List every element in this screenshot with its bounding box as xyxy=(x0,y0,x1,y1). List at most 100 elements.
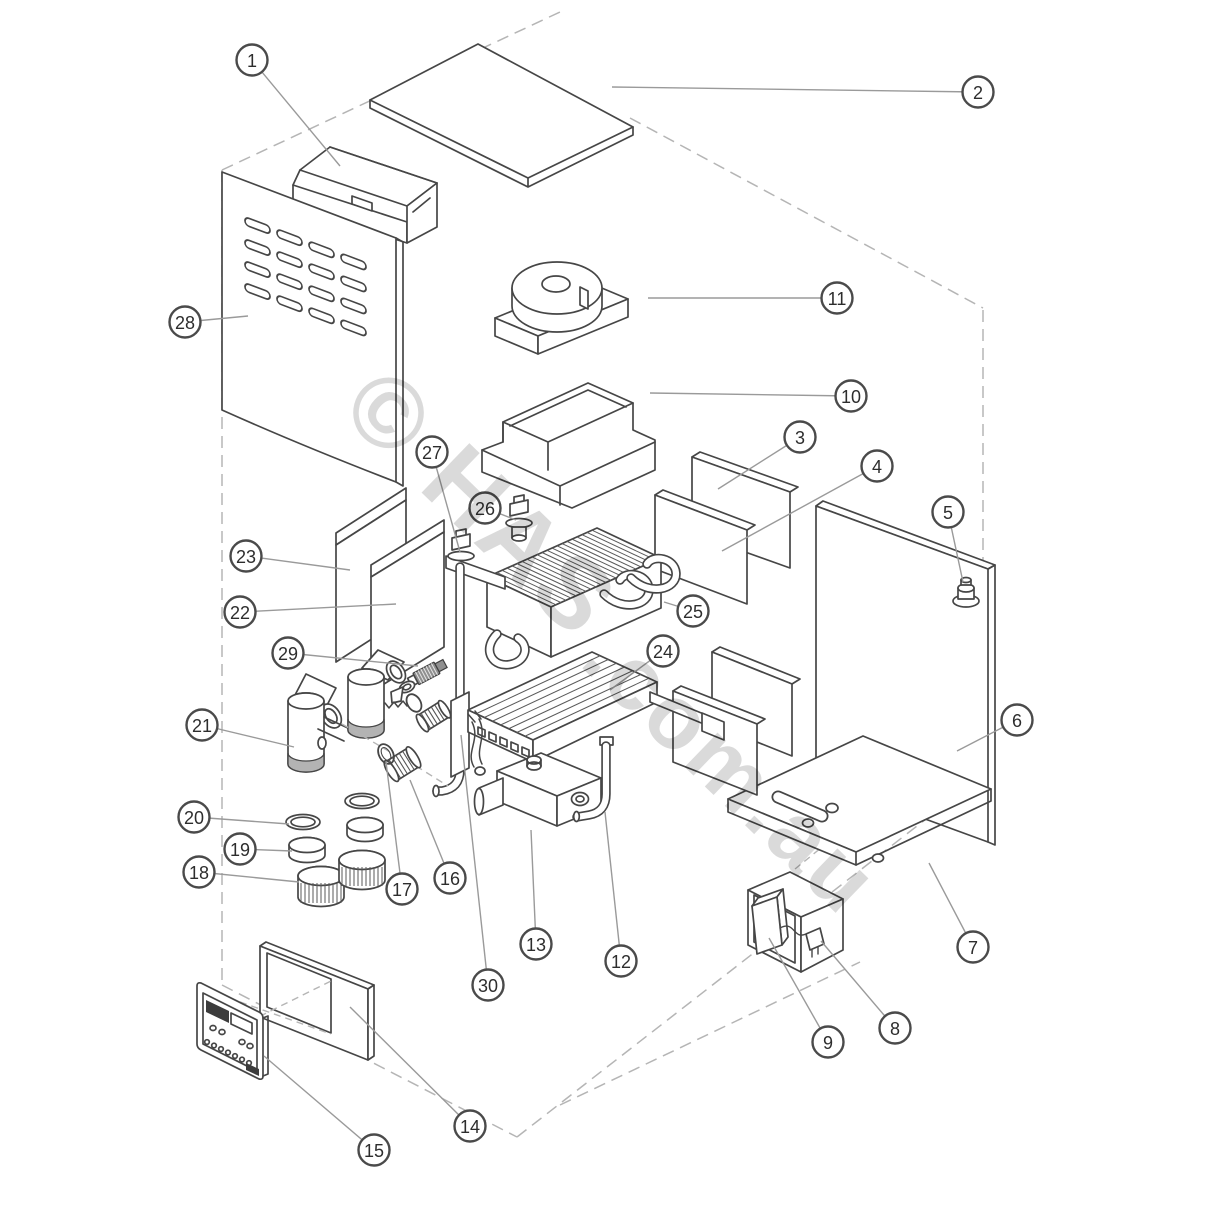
display-button xyxy=(231,1052,239,1060)
callout-number-19: 19 xyxy=(230,840,250,860)
heat-exchanger-u-bends xyxy=(484,553,681,670)
callout-circle-29 xyxy=(271,636,305,670)
callout-number-10: 10 xyxy=(841,387,861,407)
callout-number-30: 30 xyxy=(478,976,498,996)
callout-leader-4 xyxy=(721,465,878,552)
callout-number-5: 5 xyxy=(943,503,953,523)
callout-number-28: 28 xyxy=(175,313,195,333)
part-control-display xyxy=(196,981,269,1081)
callout-13: 13 xyxy=(519,829,553,961)
callout-12: 12 xyxy=(604,811,638,978)
callout-circle-21 xyxy=(185,708,219,742)
vent-slot xyxy=(340,275,367,293)
display-button-row xyxy=(203,1038,253,1067)
callout-circle-2 xyxy=(961,75,995,109)
callout-circle-3 xyxy=(783,420,817,454)
callout-number-17: 17 xyxy=(392,880,412,900)
callout-leader-22 xyxy=(239,603,397,613)
callout-circle-9 xyxy=(811,1025,845,1059)
part-lower-front-panel xyxy=(205,941,375,1061)
callout-29: 29 xyxy=(271,636,419,670)
part-combustion-chamber xyxy=(481,382,656,509)
callout-10: 10 xyxy=(649,379,868,413)
vent-slot xyxy=(276,273,303,291)
part-burner-assembly xyxy=(450,651,725,778)
callout-number-20: 20 xyxy=(184,808,204,828)
callout-circle-1 xyxy=(235,43,269,77)
callout-leader-18 xyxy=(198,871,300,883)
part-filter-cap-18 xyxy=(297,865,345,908)
vent-louvres xyxy=(244,217,367,337)
part-filter-cap-right xyxy=(338,849,386,891)
vent-slot xyxy=(308,307,335,325)
callout-leader-30 xyxy=(460,734,489,986)
callout-number-3: 3 xyxy=(795,428,805,448)
callout-7: 7 xyxy=(928,862,990,964)
callout-circle-15 xyxy=(357,1133,391,1167)
part-oring-right xyxy=(344,792,380,810)
part-valve-kit-29 xyxy=(341,658,452,787)
part-fan-assembly xyxy=(494,261,629,355)
part-gas-valve xyxy=(473,752,602,827)
callout-14: 14 xyxy=(349,1006,487,1143)
callout-number-21: 21 xyxy=(192,716,212,736)
callout-circle-23 xyxy=(229,539,263,573)
callout-leader-12 xyxy=(604,811,622,962)
vent-slot xyxy=(340,319,367,337)
part-oring-17 xyxy=(377,743,395,765)
vent-slot xyxy=(244,239,271,256)
callout-number-4: 4 xyxy=(872,457,882,477)
callout-circle-24 xyxy=(646,634,680,668)
vent-slot xyxy=(244,283,271,300)
callout-4: 4 xyxy=(721,449,894,552)
callout-leader-13 xyxy=(530,829,537,945)
callout-number-22: 22 xyxy=(230,603,250,623)
callout-leader-1 xyxy=(251,59,341,167)
callout-21: 21 xyxy=(185,708,295,748)
vent-slot xyxy=(244,261,271,278)
display-button xyxy=(203,1038,211,1046)
part-water-manifold xyxy=(287,649,407,773)
callout-leader-8 xyxy=(820,940,896,1029)
callout-number-26: 26 xyxy=(475,499,495,519)
callout-19: 19 xyxy=(223,832,293,866)
callout-leader-15 xyxy=(263,1055,375,1151)
callout-number-11: 11 xyxy=(828,289,847,309)
callout-number-6: 6 xyxy=(1012,711,1022,731)
callout-circle-13 xyxy=(519,927,553,961)
callout-circle-30 xyxy=(471,968,505,1002)
callout-number-24: 24 xyxy=(653,642,673,662)
vent-slot xyxy=(340,297,367,315)
callout-number-29: 29 xyxy=(278,644,298,664)
callout-leader-9 xyxy=(768,937,829,1043)
display-button xyxy=(210,1042,218,1049)
callout-number-13: 13 xyxy=(526,935,546,955)
callout-number-27: 27 xyxy=(422,443,442,463)
part-washer-19 xyxy=(288,836,326,864)
part-front-panel-vented xyxy=(221,171,404,487)
callout-24: 24 xyxy=(609,634,680,691)
callout-circle-19 xyxy=(223,832,257,866)
vent-slot xyxy=(244,217,271,234)
callout-layer: 1234567891011121314151617181920212223242… xyxy=(168,43,1034,1167)
part-bent-pipe xyxy=(572,736,614,823)
vent-slot xyxy=(276,295,303,313)
callout-circle-7 xyxy=(956,930,990,964)
callout-6: 6 xyxy=(956,703,1034,752)
callout-circle-18 xyxy=(182,855,216,889)
callout-27: 27 xyxy=(415,435,461,553)
callout-circle-26 xyxy=(468,491,502,525)
callout-number-7: 7 xyxy=(968,938,978,958)
callout-number-25: 25 xyxy=(683,602,703,622)
heat-exchanger-fins xyxy=(491,529,657,606)
callout-number-15: 15 xyxy=(364,1141,384,1161)
callout-15: 15 xyxy=(263,1055,391,1167)
burner-tubes xyxy=(475,655,650,737)
callout-20: 20 xyxy=(177,800,290,834)
callout-1: 1 xyxy=(235,43,341,167)
callout-leader-10 xyxy=(649,392,852,397)
part-side-panel-22 xyxy=(370,519,445,693)
display-button xyxy=(224,1049,232,1056)
callout-number-1: 1 xyxy=(247,51,257,71)
part-heat-exchanger xyxy=(484,527,681,670)
